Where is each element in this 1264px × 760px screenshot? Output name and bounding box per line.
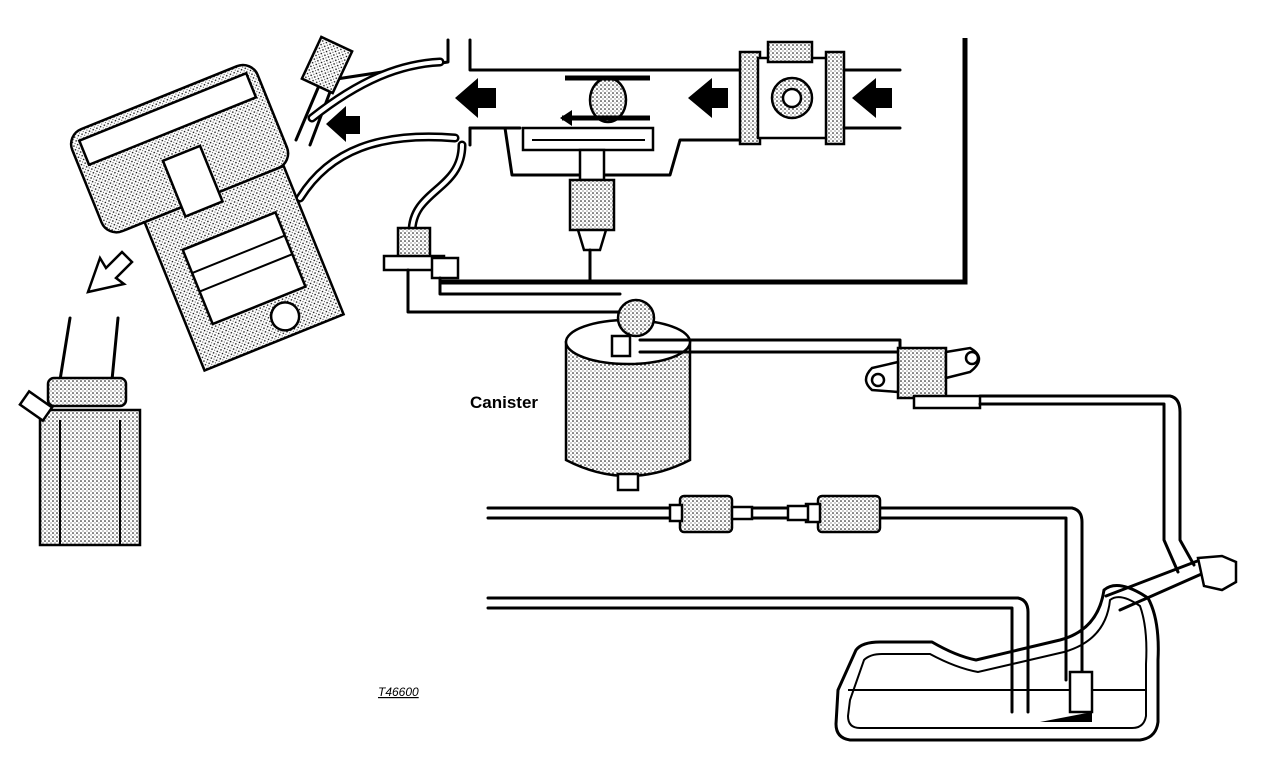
canister-label: Canister bbox=[470, 393, 538, 412]
vacuum-hoses bbox=[295, 57, 467, 237]
fuel-injector bbox=[294, 35, 354, 147]
engine-block bbox=[69, 63, 346, 373]
arrow-left-icon bbox=[326, 78, 892, 142]
fuel-tank bbox=[834, 554, 1238, 742]
air-mass-meter bbox=[738, 40, 902, 146]
figure-code: T46600 bbox=[378, 685, 419, 699]
intake-duct bbox=[328, 38, 968, 285]
tank-vent-line bbox=[978, 394, 1196, 574]
throttle-valve bbox=[560, 75, 650, 126]
fuel-return-line bbox=[486, 596, 1030, 714]
canister-vent-line bbox=[638, 338, 982, 410]
charcoal-canister bbox=[564, 298, 692, 492]
exhaust-pipe bbox=[18, 316, 142, 547]
purge-valve bbox=[382, 226, 622, 314]
idle-air-valve bbox=[568, 148, 616, 284]
fuel-supply-line bbox=[486, 494, 1084, 682]
arrow-down-left-icon bbox=[86, 250, 134, 294]
